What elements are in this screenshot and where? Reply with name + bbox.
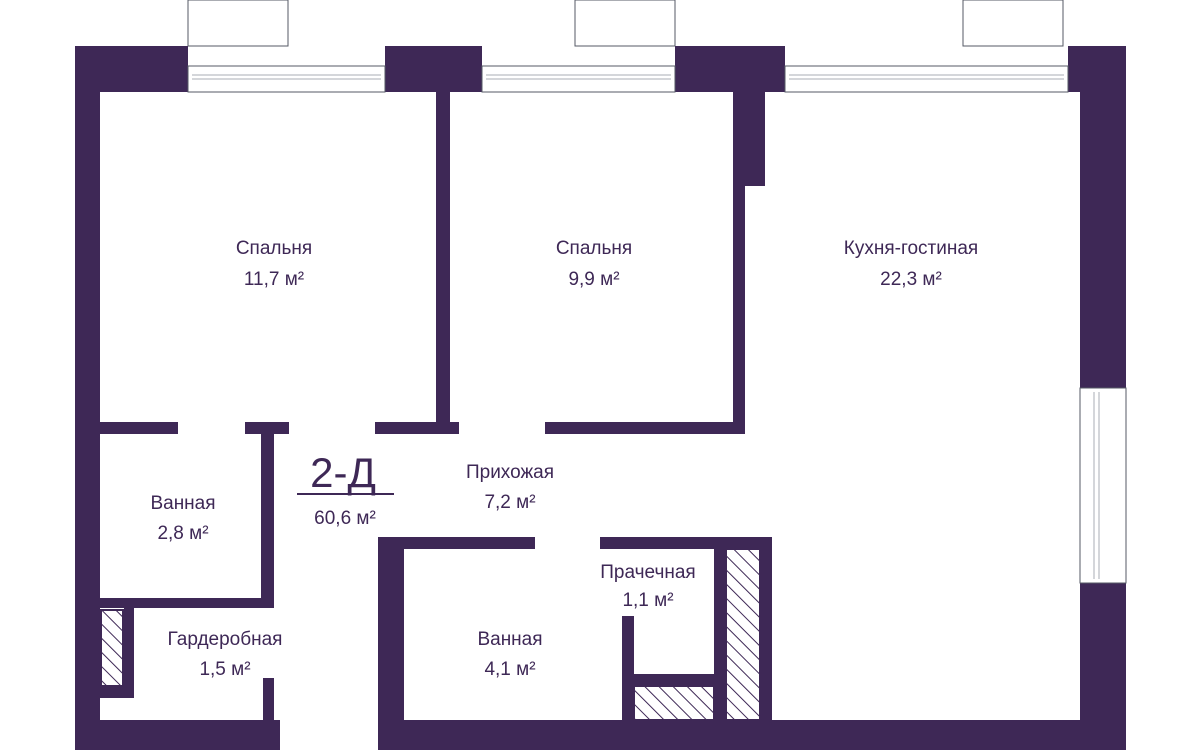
room-name: Гардеробная	[168, 629, 283, 650]
room-area: 2,8 м²	[157, 523, 208, 544]
room-name: Кухня-гостиная	[844, 238, 978, 259]
room-area: 9,9 м²	[568, 269, 619, 290]
room-area: 11,7 м²	[244, 269, 304, 290]
room-kitchen: Кухня-гостиная 22,3 м²	[844, 238, 978, 290]
windows-top	[187, 65, 1069, 93]
room-name: Прачечная	[600, 562, 695, 583]
shafts	[100, 548, 761, 721]
room-hall: Прихожая 7,2 м²	[466, 462, 554, 513]
room-area: 1,1 м²	[622, 590, 673, 611]
room-name: Прихожая	[466, 462, 554, 483]
room-area: 22,3 м²	[880, 269, 942, 290]
unit-area: 60,6 м²	[314, 508, 376, 529]
room-bath-small: Ванная 2,8 м²	[150, 493, 215, 544]
room-area: 4,1 м²	[484, 659, 535, 680]
room-wardrobe: Гардеробная 1,5 м²	[168, 629, 283, 680]
room-name: Ванная	[477, 629, 542, 650]
unit-code: 2-Д	[310, 449, 376, 496]
room-name: Спальня	[236, 238, 312, 259]
room-area: 7,2 м²	[484, 492, 535, 513]
room-laundry: Прачечная 1,1 м²	[600, 562, 695, 611]
walls	[75, 46, 1126, 750]
balcony-frames	[187, 0, 1064, 47]
room-name: Ванная	[150, 493, 215, 514]
room-bedroom-2: Спальня 9,9 м²	[556, 238, 632, 290]
room-bath-large: Ванная 4,1 м²	[477, 629, 542, 680]
unit-divider	[297, 493, 394, 495]
window-right	[1079, 387, 1127, 584]
room-bedroom-1: Спальня 11,7 м²	[236, 238, 312, 290]
room-name: Спальня	[556, 238, 632, 259]
unit-badge: 2-Д 60,6 м²	[297, 449, 394, 529]
room-area: 1,5 м²	[199, 659, 250, 680]
